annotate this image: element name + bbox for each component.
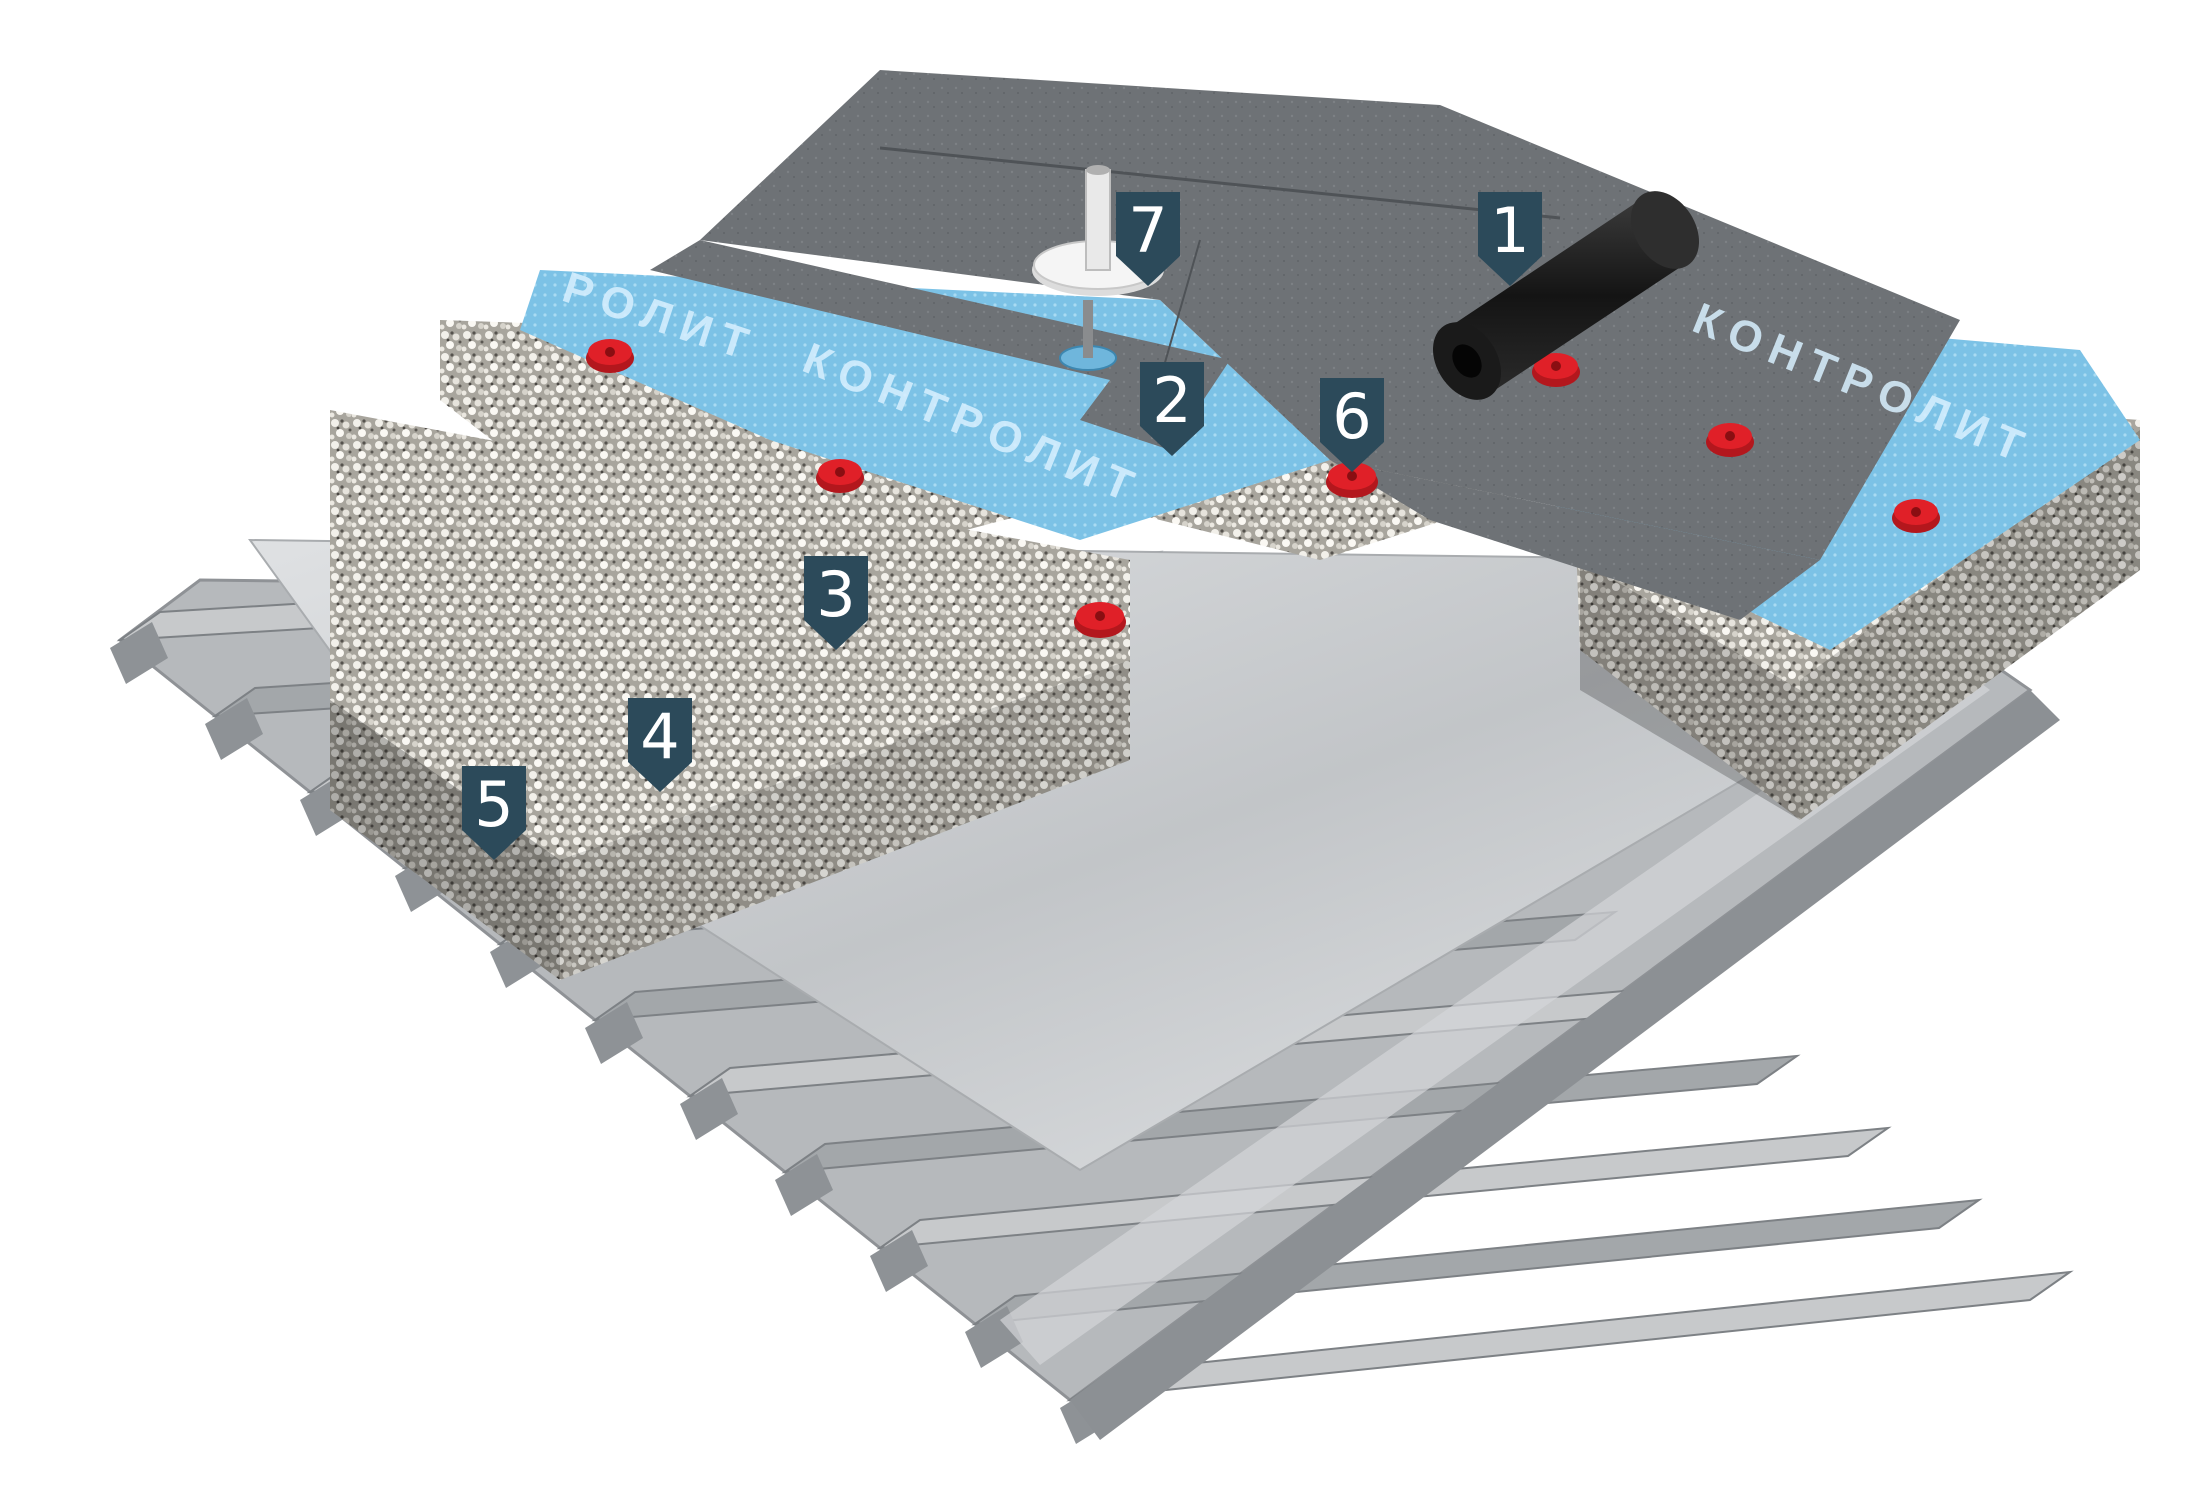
deck-rib-end [585, 1002, 643, 1064]
marker-1: 1 [1478, 192, 1542, 286]
membrane-roll [1432, 191, 1700, 400]
marker-5: 5 [462, 766, 526, 860]
svg-text:1: 1 [1490, 194, 1529, 267]
svg-text:7: 7 [1128, 194, 1167, 267]
svg-text:6: 6 [1332, 380, 1371, 453]
fastener-cap [1706, 423, 1754, 457]
callout-markers: 1 2 3 4 5 6 7 [462, 192, 1542, 860]
fastener-cap [1074, 602, 1126, 638]
fastener-cap [1326, 462, 1378, 498]
svg-text:4: 4 [640, 700, 679, 773]
deck-rib-end [870, 1230, 928, 1292]
deck-rib-end [110, 622, 168, 684]
svg-text:2: 2 [1152, 364, 1191, 437]
fastener-cap [586, 339, 634, 373]
marker-4: 4 [628, 698, 692, 792]
deck-rib-end [775, 1154, 833, 1216]
fastener-cap [816, 459, 864, 493]
insulation-fasteners [586, 339, 1940, 638]
fastener-cap [1892, 499, 1940, 533]
roof-membrane [650, 70, 1960, 620]
svg-text:5: 5 [474, 768, 513, 841]
membrane-seam [879, 146, 1561, 220]
marker-2: 2 [1140, 362, 1204, 456]
deck-rib-end [680, 1078, 738, 1140]
svg-text:3: 3 [816, 558, 855, 631]
marker-7: 7 [1116, 192, 1180, 286]
deck-rib-end [205, 698, 263, 760]
fastener-cap [1532, 353, 1580, 387]
marker-6: 6 [1320, 378, 1384, 472]
marker-3: 3 [804, 556, 868, 650]
